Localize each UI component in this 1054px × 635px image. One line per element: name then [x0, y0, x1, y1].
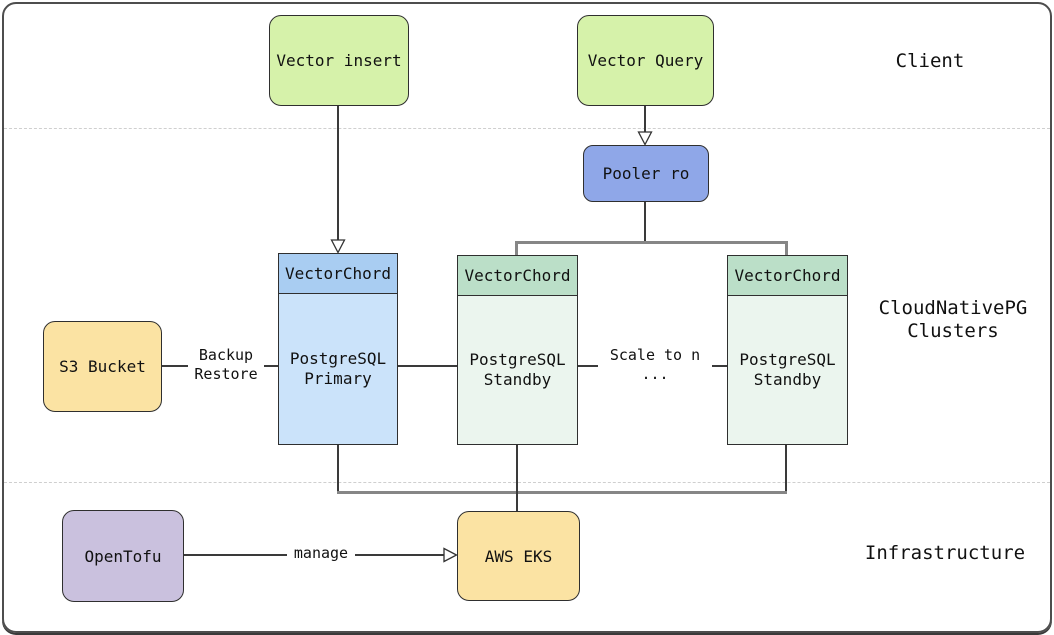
node-postgresql-primary-body: PostgreSQL Primary — [279, 294, 397, 444]
node-aws-eks: AWS EKS — [457, 511, 580, 601]
node-postgresql-primary-line2: Primary — [304, 369, 372, 388]
edge-label-backup: Backup — [198, 346, 254, 364]
arrowhead-right-aws-eks — [443, 547, 458, 563]
node-postgresql-standby-2-body: PostgreSQL Standby — [728, 296, 847, 444]
section-label-infrastructure: Infrastructure — [864, 542, 1026, 564]
section-label-cloudnativepg-line1: CloudNativePG — [878, 297, 1028, 319]
connector-pooler-branch-horizontal — [515, 241, 787, 244]
arrowhead-down-primary — [330, 239, 346, 254]
node-vector-insert: Vector insert — [269, 15, 409, 106]
connector-primary-down — [337, 443, 339, 493]
node-pooler-ro-label: Pooler ro — [602, 164, 690, 183]
connector-vector-query-to-pooler — [644, 104, 646, 132]
node-opentofu: OpenTofu — [62, 510, 184, 602]
node-postgresql-standby-2-header: VectorChord — [728, 256, 847, 296]
section-label-client: Client — [895, 50, 965, 72]
connector-standby1-to-eks — [516, 443, 518, 511]
section-label-clusters-line2: Clusters — [907, 320, 999, 342]
node-aws-eks-label: AWS EKS — [484, 546, 553, 566]
node-s3-bucket: S3 Bucket — [43, 321, 162, 412]
node-vector-query: Vector Query — [577, 15, 714, 106]
node-s3-bucket-label: S3 Bucket — [59, 357, 146, 376]
edge-label-backup-restore: Backup Restore — [188, 346, 264, 384]
edge-label-restore: Restore — [194, 365, 258, 383]
node-vector-query-label: Vector Query — [587, 51, 704, 70]
node-vector-insert-label: Vector insert — [276, 51, 402, 70]
node-postgresql-standby-1-line2: Standby — [483, 370, 552, 389]
connector-branch-to-standby2 — [785, 241, 788, 255]
node-pooler-ro: Pooler ro — [583, 145, 709, 202]
section-label-cloudnativepg-clusters: CloudNativePG Clusters — [867, 297, 1039, 343]
node-postgresql-standby-1-header: VectorChord — [458, 256, 577, 296]
node-postgresql-primary-header: VectorChord — [279, 254, 397, 294]
edge-label-manage: manage — [287, 544, 355, 563]
connector-standby2-down — [785, 443, 787, 493]
node-postgresql-primary: VectorChord PostgreSQL Primary — [278, 253, 398, 445]
arrowhead-down-pooler — [637, 131, 653, 146]
node-postgresql-standby-2-line2: Standby — [753, 370, 822, 389]
node-postgresql-standby-1-line1: PostgreSQL — [469, 350, 566, 369]
node-postgresql-standby-1-body: PostgreSQL Standby — [458, 296, 577, 444]
connector-primary-to-standby1 — [396, 365, 457, 367]
node-postgresql-standby-2-line1: PostgreSQL — [739, 350, 836, 369]
connector-pooler-down — [644, 200, 646, 243]
node-postgresql-standby-1: VectorChord PostgreSQL Standby — [457, 255, 578, 445]
edge-label-scale-ellipsis: ... — [641, 365, 669, 383]
connector-vector-insert-to-primary — [337, 104, 339, 240]
connector-bottom-bus — [337, 491, 787, 494]
connector-branch-to-standby1 — [515, 241, 518, 255]
node-postgresql-standby-2: VectorChord PostgreSQL Standby — [727, 255, 848, 445]
edge-label-scale-line1: Scale to n — [609, 346, 701, 364]
band-divider-client-clusters — [4, 128, 1050, 129]
edge-label-scale-to-n: Scale to n ... — [598, 346, 712, 384]
node-postgresql-primary-line1: PostgreSQL — [289, 349, 387, 368]
node-opentofu-label: OpenTofu — [84, 546, 162, 566]
band-divider-clusters-infrastructure — [4, 482, 1050, 483]
